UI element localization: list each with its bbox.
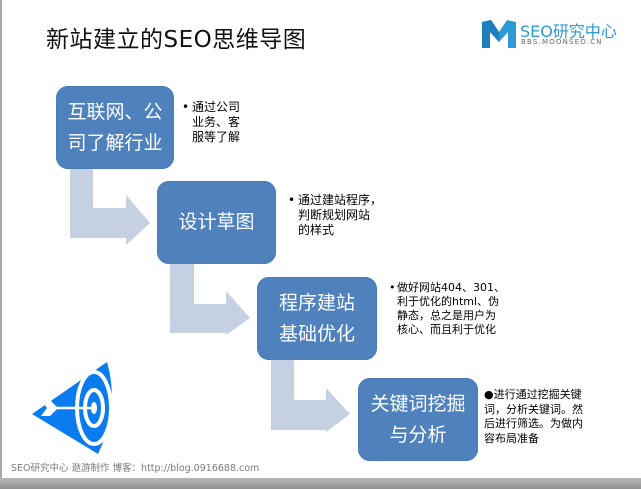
bullet-icon: • <box>182 100 190 114</box>
note-line: 业务、客 <box>192 115 241 129</box>
step-box-4: 关键词挖掘 与分析 <box>358 378 478 461</box>
step-1-note: • 通过公司 业务、客 服等了解 <box>182 100 241 145</box>
note-line: 做好网站404、301、 <box>397 281 505 294</box>
note-line: 核心、而且利于优化 <box>397 323 496 336</box>
step-box-3: 程序建站 基础优化 <box>257 277 377 360</box>
step-4-label-line1: 关键词挖掘 <box>370 392 466 415</box>
note-line: 静态，总之是用户为 <box>397 309 496 322</box>
note-line: ●进行通过挖掘关键 <box>484 388 583 403</box>
step-4-note: ●进行通过挖掘关键 词，分析关键词。然 后进行筛选。为做内 容布局准备 <box>484 388 583 446</box>
logo-subtitle: BBS.MOONSEO.CN <box>521 38 603 46</box>
step-3-note: • 做好网站404、301、 利于优化的html、伪 静态，总之是用户为 核心、… <box>389 281 505 337</box>
step-3-label-line2: 基础优化 <box>278 322 355 345</box>
bullet-icon: ● <box>484 388 494 401</box>
note-line: 判断规划网站 <box>298 208 371 222</box>
bottom-shadow <box>0 478 641 489</box>
target-arrow-icon <box>32 362 113 454</box>
bullet-icon: • <box>288 193 296 207</box>
footer-credit: SEO研究中心 逖游制作 博客：http://blog.0916688.com <box>11 463 260 474</box>
slide-title: 新站建立的SEO思维导图 <box>46 27 307 53</box>
step-2-note: • 通过建站程序， 判断规划网站 的样式 <box>288 193 383 238</box>
note-line: 利于优化的html、伪 <box>397 295 500 308</box>
step-box-1: 互联网、公 司了解行业 <box>56 86 174 169</box>
step-1-label-line2: 司了解行业 <box>67 131 163 154</box>
note-line: 通过建站程序， <box>298 193 383 207</box>
note-line: 通过公司 <box>192 100 241 114</box>
connector-arrow-1 <box>70 168 150 245</box>
note-line: 词，分析关键词。然 <box>484 402 583 416</box>
connector-arrow-3 <box>271 360 350 432</box>
step-3-label-line1: 程序建站 <box>278 291 355 314</box>
note-line: 容布局准备 <box>484 431 539 445</box>
step-4-label-line2: 与分析 <box>389 423 447 446</box>
step-2-label-line1: 设计草图 <box>178 211 255 233</box>
note-line: 后进行筛选。为做内 <box>484 417 583 430</box>
note-text: 进行通过挖掘关键 <box>493 388 582 401</box>
logo: SEO研究中心 BBS.MOONSEO.CN <box>482 18 632 52</box>
note-line: 的样式 <box>298 223 335 237</box>
logo-name: SEO研究中心 <box>520 22 617 41</box>
step-box-2: 设计草图 <box>157 181 276 264</box>
connector-arrow-2 <box>170 264 250 335</box>
moonseo-m-logo-icon <box>482 20 516 48</box>
step-1-label-line1: 互联网、公 <box>67 100 163 123</box>
slide: 新站建立的SEO思维导图 SEO研究中心 BBS.MOONSEO.CN 互联网、… <box>0 0 641 478</box>
note-line: 服等了解 <box>192 130 241 144</box>
bullet-icon: • <box>389 281 396 294</box>
